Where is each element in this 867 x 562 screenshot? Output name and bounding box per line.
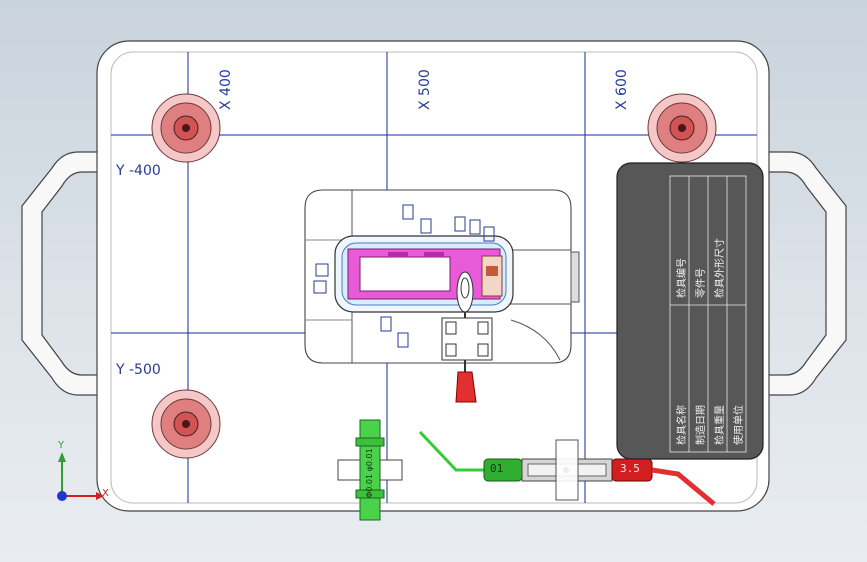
nameplate-field-part-number: 零件号 — [696, 268, 707, 298]
foot-pad-top-left — [151, 93, 221, 163]
axis-label-y: Y — [58, 440, 65, 451]
nameplate-field-outer-dimensions: 检具外形尺寸 — [715, 238, 726, 298]
datum-labels — [313, 204, 495, 348]
nameplate-field-manufacture-date: 制造日期 — [696, 405, 707, 445]
axis-triad — [57, 452, 104, 501]
central-fixture-block[interactable] — [304, 189, 580, 403]
go-nogo-gauge[interactable] — [418, 430, 716, 506]
axis-label-x: X — [102, 488, 109, 499]
nameplate-field-fixture-name: 检具名称 — [677, 405, 688, 445]
grid-label-x500: X 500 — [417, 69, 433, 110]
green-pin-assembly[interactable] — [337, 419, 403, 521]
right-handle[interactable] — [766, 151, 847, 396]
green-pin-label: Φ0.01 φ0.01 — [365, 448, 374, 498]
nameplate-field-user-unit: 使用单位 — [734, 405, 745, 445]
nameplate — [616, 162, 764, 460]
foot-pad-top-right — [647, 93, 717, 163]
grid-label-y500: Y -500 — [116, 362, 161, 378]
red-tag-label: 3.5 — [620, 462, 640, 475]
left-handle[interactable] — [21, 151, 101, 396]
green-tag-label: 01 — [490, 462, 504, 475]
grid-label-y400: Y -400 — [116, 163, 161, 179]
grid-label-x600: X 600 — [614, 69, 630, 110]
grid-label-x400: X 400 — [218, 69, 234, 110]
nameplate-field-fixture-number: 检具编号 — [677, 258, 688, 298]
foot-pad-bottom-left — [151, 389, 221, 459]
nameplate-field-fixture-weight: 检具重量 — [715, 405, 726, 445]
